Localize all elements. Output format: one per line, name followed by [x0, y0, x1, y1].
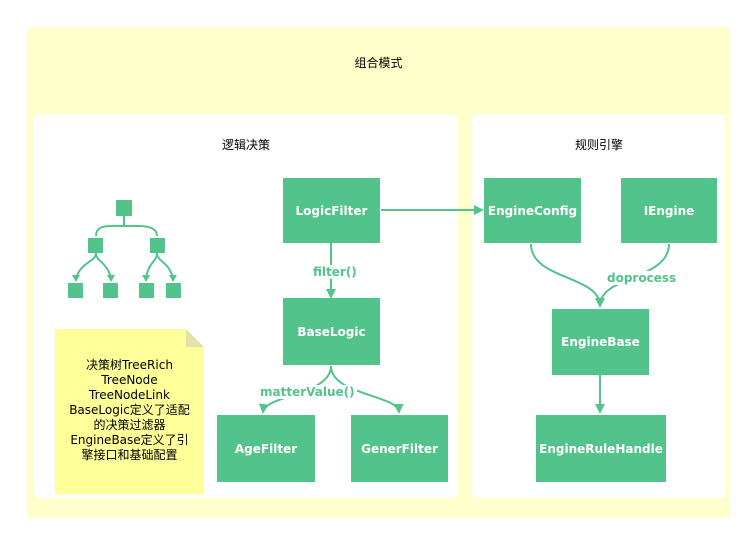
edge-engineconfig-enginebase	[530, 243, 605, 308]
edge-label-doprocess: doprocess	[605, 271, 679, 285]
edge-baselogic-generfilter	[330, 365, 404, 414]
engine-base-node: EngineBase	[552, 309, 649, 375]
gener-filter-node: GenerFilter	[351, 415, 448, 482]
note-line: 擎接口和基础配置	[81, 448, 178, 462]
base-logic-node: BaseLogic	[283, 298, 380, 365]
tree-icon	[68, 200, 181, 298]
note-line: TreeNodeLink	[89, 388, 170, 402]
iengine-node: IEngine	[621, 178, 717, 243]
logic-filter-node: LogicFilter	[283, 178, 380, 243]
note-line: EngineBase定义了引	[70, 433, 189, 447]
edge-label-matter-value: matterValue()	[258, 385, 357, 399]
note-line: TreeNode	[101, 373, 158, 387]
edge-label-filter: filter()	[311, 265, 359, 279]
note-line: 决策树TreeRich	[86, 358, 173, 372]
note-line: BaseLogic定义了适配	[69, 403, 190, 417]
age-filter-node: AgeFilter	[217, 415, 315, 482]
left-panel-title: 逻辑决策	[221, 138, 270, 152]
engine-rule-handle-node: EngineRuleHandle	[536, 415, 666, 482]
note: 决策树TreeRich TreeNode TreeNodeLink BaseLo…	[55, 358, 204, 463]
right-panel-title: 规则引擎	[574, 138, 623, 152]
engine-config-node: EngineConfig	[484, 178, 581, 243]
outer-title: 组合模式	[354, 56, 403, 70]
note-line: 的决策过滤器	[93, 418, 166, 432]
